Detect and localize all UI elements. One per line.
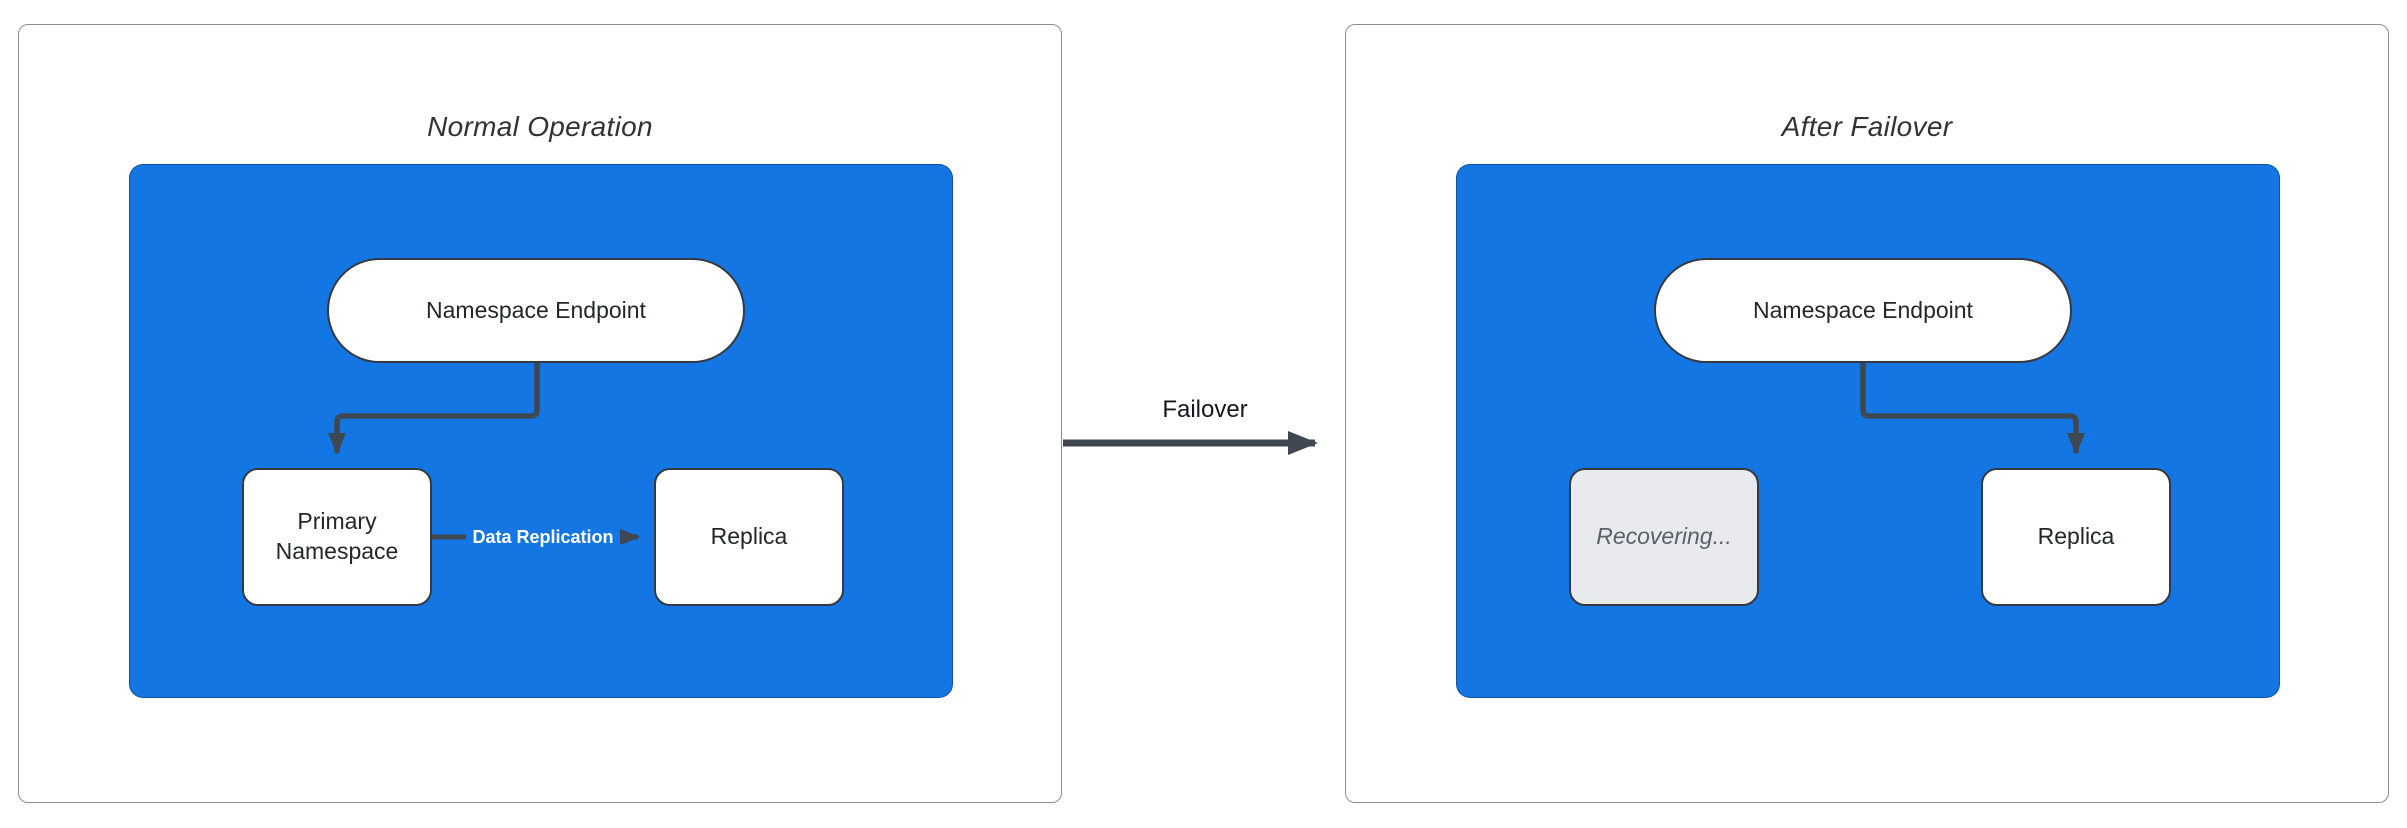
namespace-container: Namespace Endpoint Primary Namespace Dat… (129, 164, 953, 698)
replica-node: Replica (654, 468, 844, 606)
after-failover-panel: After Failover Namespace Endpoint Recove… (1345, 24, 2389, 803)
namespace-endpoint-node: Namespace Endpoint (1654, 258, 2072, 363)
data-replication-label-wrap: Data Replication (432, 468, 654, 606)
panel-title: Normal Operation (427, 111, 653, 142)
replica-label: Replica (710, 523, 788, 550)
namespace-endpoint-node: Namespace Endpoint (327, 258, 745, 363)
namespace-endpoint-label: Namespace Endpoint (1753, 297, 1973, 323)
normal-operation-panel: Normal Operation Namespace Endpoint Prim… (18, 24, 1062, 803)
failover-label: Failover (1162, 396, 1248, 423)
recovering-node: Recovering... (1569, 468, 1759, 606)
namespace-container: Namespace Endpoint Recovering... Replica (1456, 164, 2280, 698)
data-replication-label: Data Replication (466, 524, 620, 550)
failover-arrow (1063, 431, 1318, 455)
primary-namespace-node: Primary Namespace (242, 468, 432, 606)
endpoint-to-replica-arrow (1860, 363, 2085, 455)
replica-label: Replica (2037, 523, 2115, 550)
endpoint-to-primary-arrow (328, 363, 640, 546)
primary-namespace-label: Primary Namespace (275, 508, 399, 564)
replica-node: Replica (1981, 468, 2171, 606)
panel-title: After Failover (1781, 111, 1953, 142)
recovering-label: Recovering... (1596, 523, 1732, 550)
namespace-endpoint-label: Namespace Endpoint (426, 297, 646, 323)
